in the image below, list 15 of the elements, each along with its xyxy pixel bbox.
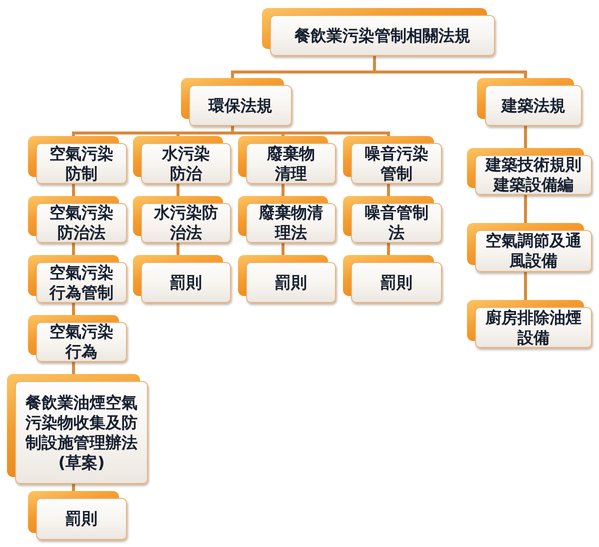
connector-line bbox=[524, 272, 527, 300]
connector-line bbox=[387, 243, 390, 255]
connector-line bbox=[387, 184, 390, 196]
connector-line bbox=[524, 195, 527, 223]
connector-line bbox=[72, 484, 75, 491]
connector-line bbox=[176, 184, 180, 196]
connector-line bbox=[231, 126, 390, 136]
connector-line bbox=[72, 184, 75, 196]
connector-line bbox=[524, 126, 527, 148]
connector-line bbox=[176, 243, 180, 255]
connector-line bbox=[282, 184, 284, 196]
connector-line bbox=[72, 362, 75, 374]
connector-line bbox=[282, 243, 284, 255]
connector-line bbox=[72, 243, 75, 255]
connector-line bbox=[72, 303, 75, 315]
